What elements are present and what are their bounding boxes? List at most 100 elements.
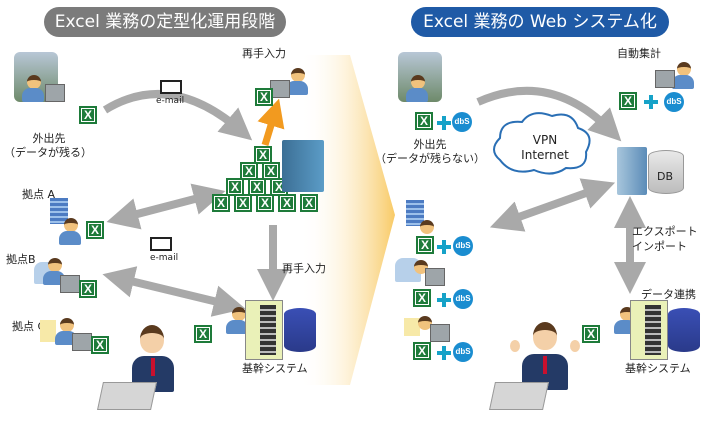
plus-icon (644, 95, 658, 109)
arrow-email-to-pile (102, 90, 253, 141)
excel-icon (416, 236, 434, 254)
person-head-icon (414, 260, 428, 274)
excel-icon (91, 336, 109, 354)
arrow-site-a-pile (106, 183, 226, 230)
excel-icon (413, 289, 431, 307)
excel-icon (79, 106, 97, 124)
manager-head-icon (533, 322, 557, 350)
person-head-icon (64, 218, 78, 232)
person-head-icon (232, 307, 246, 321)
manager-head-icon (140, 325, 164, 353)
person-body-icon (55, 331, 77, 345)
fist-icon (570, 340, 580, 352)
excel-icon (582, 325, 600, 343)
excel-icon (240, 162, 258, 180)
envelope-icon (150, 237, 172, 251)
person-body-icon (672, 75, 694, 89)
email-label-bottom: e-mail (150, 253, 179, 263)
db-s-icon: dbS (453, 289, 473, 309)
excel-icon (194, 325, 212, 343)
database-icon (648, 150, 684, 194)
monitor-icon (655, 70, 675, 88)
arrow-reentry-up (257, 98, 285, 147)
person-head-icon (411, 75, 425, 89)
reentry-label-top: 再手入力 (242, 47, 286, 60)
arrow-mobile-to-db (476, 86, 622, 142)
laptop-icon (489, 382, 549, 410)
left-mobile-label-1: 外出先 (32, 132, 66, 145)
excel-icon (619, 92, 637, 110)
db-s-icon: dbS (452, 112, 472, 132)
database-icon (668, 308, 700, 352)
data-link-label: データ連携 (641, 288, 696, 301)
excel-icon (234, 194, 252, 212)
left-panel-title: Excel 業務の定型化運用段階 (44, 7, 286, 37)
plus-icon (437, 116, 451, 130)
site-a-label: 拠点 A (22, 188, 56, 201)
email-label-top: e-mail (156, 96, 185, 106)
excel-icon (212, 194, 230, 212)
db-s-icon: dbS (453, 236, 473, 256)
monitor-icon (45, 84, 65, 102)
person-body-icon (226, 320, 248, 334)
monitor-icon (430, 324, 450, 342)
storage-icon (40, 320, 56, 342)
cloud-label-2: Internet (521, 148, 569, 162)
site-c-label: 拠点 C (12, 320, 46, 333)
right-panel-title: Excel 業務の Web システム化 (411, 7, 669, 37)
left-core-system-label: 基幹システム (242, 362, 308, 375)
person-body-icon (59, 231, 81, 245)
auto-aggregate-label: 自動集計 (617, 47, 661, 60)
excel-icon (256, 194, 274, 212)
excel-icon (262, 162, 280, 180)
database-icon (284, 308, 316, 352)
person-body-icon (43, 271, 65, 285)
fist-icon (510, 340, 520, 352)
server-icon (282, 140, 324, 192)
tie-icon (543, 356, 547, 374)
person-head-icon (27, 75, 41, 89)
building-icon (50, 198, 68, 224)
person-head-icon (420, 220, 434, 234)
mainframe-icon (630, 300, 668, 360)
person-head-icon (291, 68, 305, 82)
arrow-sites-db (489, 178, 616, 232)
right-core-system-label: 基幹システム (625, 362, 691, 375)
excel-icon (300, 194, 318, 212)
left-mobile-label-2: （データが残る） (4, 146, 92, 159)
envelope-icon (160, 80, 182, 94)
reentry-label-side: 再手入力 (282, 262, 326, 275)
building-icon (406, 200, 424, 226)
right-mobile-label-1: 外出先 (413, 138, 447, 151)
tie-icon (151, 358, 155, 376)
db-s-icon: dbS (453, 342, 473, 362)
excel-icon (255, 88, 273, 106)
site-b-label: 拠点B (6, 253, 36, 266)
excel-icon (254, 146, 272, 164)
person-head-icon (48, 258, 62, 272)
person-body-icon (22, 88, 44, 102)
person-head-icon (677, 62, 691, 76)
plus-icon (437, 240, 451, 254)
right-mobile-label-2: （データが残らない） (375, 152, 485, 165)
import-label: インポート (632, 240, 687, 253)
db-s-icon: dbS (664, 92, 684, 112)
person-body-icon (406, 88, 428, 102)
plus-icon (437, 293, 451, 307)
storage-icon (404, 318, 420, 336)
excel-icon (278, 194, 296, 212)
excel-icon (413, 342, 431, 360)
monitor-icon (425, 268, 445, 286)
person-head-icon (418, 316, 432, 330)
server-icon (617, 147, 647, 195)
excel-icon (86, 221, 104, 239)
excel-icon (415, 112, 433, 130)
db-label: DB (656, 170, 674, 183)
cloud-label-1: VPN (532, 133, 558, 147)
export-label: エクスポート (632, 225, 698, 238)
plus-icon (437, 346, 451, 360)
person-body-icon (286, 81, 308, 95)
